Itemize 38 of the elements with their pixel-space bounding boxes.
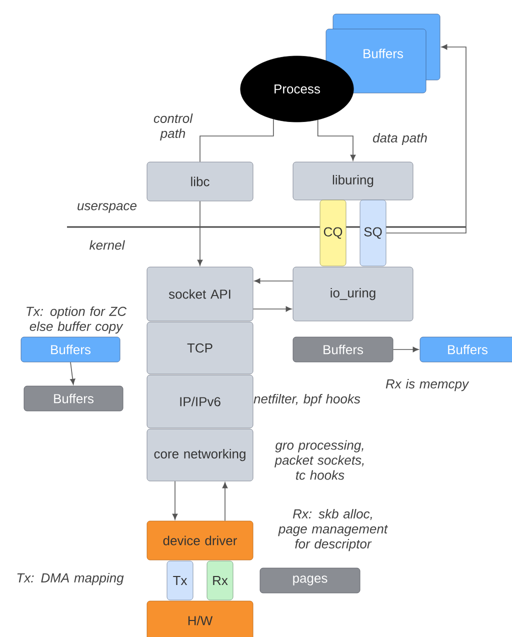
arrow [254,278,294,284]
layer-box: TCP [146,322,254,374]
annotation: Rx: skb alloc, page management for descriptor [278,508,388,552]
arrow [172,480,178,520]
buffer-box: Buffers [292,336,394,362]
driver-box: device driver [146,520,254,560]
annotation: gro processing, packet sockets, tc hooks [274,440,364,480]
queue-box: SQ [360,200,386,266]
arrow [252,306,292,312]
edge-label: control path [154,113,193,141]
ring-box: Rx [206,560,234,600]
ring-box: Tx [166,560,194,600]
layer-box: liburing [292,162,414,200]
layer-box: libc [146,162,254,202]
annotation: Tx: option for ZC else buffer copy [26,306,127,334]
arrow [197,200,203,266]
buffer-box: Buffers [420,336,512,362]
layer-box: io_uring [292,266,414,322]
arrow [222,482,228,522]
hardware-box: H/W [146,600,254,637]
queue-box: CQ [320,200,346,266]
layer-box: IP/IPv6 [146,374,254,428]
layer-box: core networking [146,428,254,482]
page-box: pages [260,568,360,594]
arrow [392,346,419,352]
annotation: kernel [90,240,125,250]
annotation: userspace [78,203,136,213]
buffer-stack: Buffers [326,14,440,94]
arrow [70,362,76,385]
annotation: Rx is memcpy [386,378,470,392]
edge-label: data path [372,132,427,146]
annotation: netfilter, bpf hooks [254,394,360,406]
annotation: Tx: DMA mapping [17,572,124,586]
arrow [317,119,356,161]
arrow [386,44,466,234]
layer-box: socket API [146,266,254,322]
buffer-box: Buffers [20,336,120,362]
buffer-box: Buffers [24,386,124,412]
